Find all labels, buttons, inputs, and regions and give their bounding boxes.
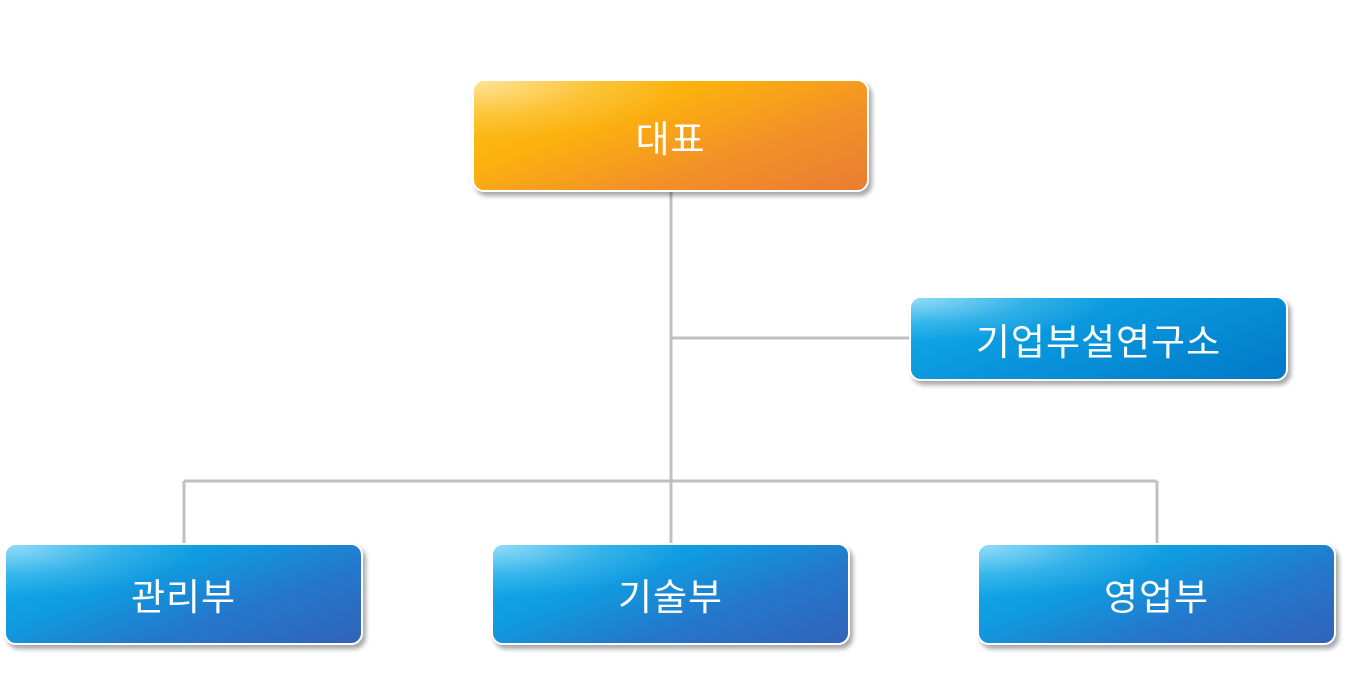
tech-department-box: 기술부 xyxy=(491,543,850,645)
ceo-box: 대표 xyxy=(472,79,869,192)
admin-department-label: 관리부 xyxy=(130,576,237,619)
admin-department-box: 관리부 xyxy=(4,543,363,645)
research-lab-label: 기업부설연구소 xyxy=(975,320,1222,364)
sales-department-label: 영업부 xyxy=(1103,576,1210,619)
ceo-label: 대표 xyxy=(635,117,706,161)
research-lab-box: 기업부설연구소 xyxy=(909,296,1288,381)
tech-department-label: 기술부 xyxy=(617,576,724,619)
sales-department-box: 영업부 xyxy=(977,543,1336,645)
